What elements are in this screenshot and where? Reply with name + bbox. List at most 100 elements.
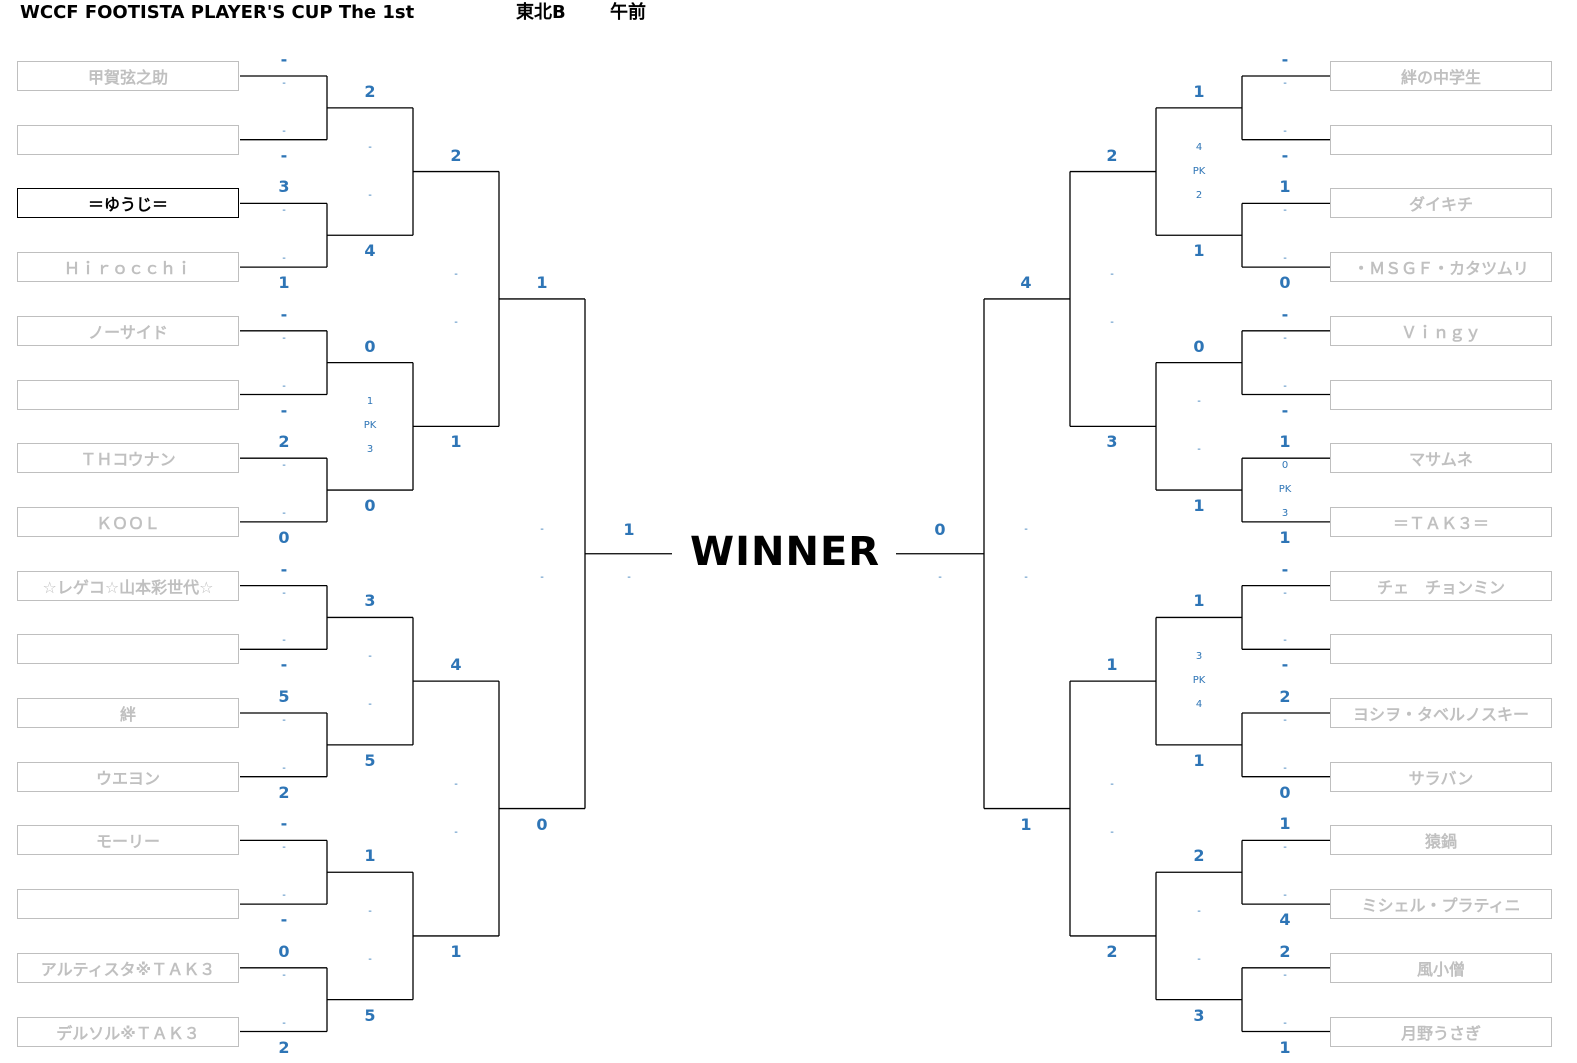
right-r1-score-top: - (1281, 304, 1289, 324)
right-r1-score-top: 1 (1279, 177, 1291, 197)
left-r1-pk-top: - (282, 205, 286, 217)
left-r2-score-bottom: 5 (364, 1005, 376, 1025)
final-pk-right: - (938, 571, 942, 583)
left-r1-pk-bottom: - (282, 1017, 286, 1029)
right-r3-score-top: 2 (1106, 145, 1118, 165)
session-label: 午前 (610, 2, 646, 23)
left-r1-score-top: 0 (278, 941, 290, 961)
left-r3-pk-bottom: - (454, 316, 458, 328)
left-r1-score-bottom: - (280, 145, 288, 165)
left-r2-score-top: 1 (364, 846, 376, 866)
left-player-slot-15: アルティスタ※ＴＡＫ３ (17, 952, 239, 983)
right-r1-score-top: 1 (1279, 814, 1291, 834)
left-r1-pk-bottom: - (282, 507, 286, 519)
right-r3-score-bottom: 2 (1106, 941, 1118, 961)
right-r1-pk-bottom: - (1283, 125, 1287, 137)
right-player-slot-12: サラバン (1330, 761, 1552, 792)
right-r1-score-bottom: 0 (1279, 782, 1291, 802)
left-r2-score-bottom: 5 (364, 750, 376, 770)
left-player-slot-6 (17, 379, 239, 410)
right-player-slot-6 (1330, 379, 1552, 410)
right-r2-pk-score-bottom: 4 (1195, 699, 1203, 711)
right-r1-score-bottom: - (1281, 655, 1289, 675)
left-r2-pk-bottom: - (368, 189, 372, 201)
tournament-title: WCCF FOOTISTA PLAYER'S CUP The 1st (20, 2, 415, 23)
final-score-right: 0 (934, 519, 946, 539)
left-r1-pk-top: - (282, 332, 286, 344)
right-player-slot-8: ＝ＴＡＫ３＝ (1330, 506, 1552, 537)
right-r2-pk-label: PK (1192, 675, 1206, 687)
left-player-slot-12: ウエヨン (17, 761, 239, 792)
left-player-slot-8: ＫＯＯＬ (17, 506, 239, 537)
left-r2-score-top: 2 (364, 81, 376, 101)
right-r2-pk-bottom: - (1197, 953, 1201, 965)
right-r1-pk-top: - (1283, 332, 1287, 344)
right-r3-pk-bottom: - (1110, 316, 1114, 328)
left-r1-score-top: - (280, 559, 288, 579)
right-r2-score-top: 1 (1193, 591, 1205, 611)
left-r1-pk-top: - (282, 460, 286, 472)
right-player-slot-16: 月野うさぎ (1330, 1016, 1552, 1047)
right-r2-pk-top: - (1197, 905, 1201, 917)
right-r1-score-bottom: 1 (1279, 1037, 1291, 1057)
left-r3-pk-bottom: - (454, 826, 458, 838)
right-r1-pk-top: - (1283, 587, 1287, 599)
right-r3-score-bottom: 3 (1106, 432, 1118, 452)
left-r3-score-top: 4 (450, 655, 462, 675)
right-r2-score-bottom: 3 (1193, 1005, 1205, 1025)
right-player-slot-10 (1330, 634, 1552, 665)
right-r1-pk-bottom: - (1283, 253, 1287, 265)
right-player-slot-2 (1330, 124, 1552, 155)
left-r1-score-top: - (280, 814, 288, 834)
left-r1-pk-top: - (282, 587, 286, 599)
right-r3-pk-top: - (1110, 778, 1114, 790)
right-r1-score-bottom: - (1281, 145, 1289, 165)
left-r2-pk-bottom: - (368, 953, 372, 965)
left-player-slot-10 (17, 634, 239, 665)
left-r1-score-top: - (280, 50, 288, 69)
region-label: 東北B (516, 2, 566, 23)
left-r3-pk-top: - (454, 268, 458, 280)
left-r1-pk-bottom: - (282, 762, 286, 774)
winner-label: WINNER (690, 529, 881, 575)
left-r2-pk-label: PK (363, 420, 377, 432)
left-r2-pk-score-bottom: 3 (366, 444, 374, 456)
left-r4-pk-bottom: - (540, 571, 544, 583)
left-r2-score-top: 0 (364, 336, 376, 356)
left-r1-score-bottom: - (280, 910, 288, 930)
left-r1-pk-top: - (282, 842, 286, 854)
left-r2-score-bottom: 4 (364, 241, 376, 261)
right-r4-score-top: 4 (1020, 272, 1032, 292)
left-player-slot-14 (17, 889, 239, 920)
left-r1-score-top: - (280, 304, 288, 324)
right-r2-score-bottom: 1 (1193, 241, 1205, 261)
right-r1-pk-label: PK (1278, 484, 1292, 496)
left-r2-pk-top: - (368, 905, 372, 917)
right-r1-pk-bottom: - (1283, 380, 1287, 392)
left-player-slot-16: デルソル※ＴＡＫ３ (17, 1016, 239, 1047)
left-player-slot-9: ☆レゲコ☆山本彩世代☆ (17, 570, 239, 601)
left-r1-score-bottom: 2 (278, 1037, 290, 1057)
left-r1-score-bottom: 1 (278, 273, 290, 293)
right-r1-pk-bottom: - (1283, 762, 1287, 774)
right-r2-pk-label: PK (1192, 165, 1206, 177)
right-r1-pk-top: - (1283, 715, 1287, 726)
right-r2-score-top: 1 (1193, 81, 1205, 101)
right-r1-pk-bottom: - (1283, 890, 1287, 902)
left-r2-pk-top: - (368, 141, 372, 153)
right-r1-score-top: 1 (1279, 432, 1291, 452)
right-player-slot-3: ダイキチ (1330, 188, 1552, 219)
right-r4-pk-top: - (1024, 523, 1028, 535)
left-r2-score-bottom: 0 (364, 496, 376, 516)
right-r1-score-bottom: 1 (1279, 527, 1291, 547)
right-r1-pk-top: - (1283, 842, 1287, 854)
left-player-slot-4: Ｈｉｒｏｃｃｈｉ (17, 252, 239, 283)
left-r3-pk-top: - (454, 778, 458, 790)
left-r1-score-top: 5 (278, 687, 290, 706)
left-player-slot-11: 絆 (17, 698, 239, 728)
right-r2-pk-top: - (1197, 396, 1201, 408)
right-r1-pk-top: - (1283, 205, 1287, 217)
left-r3-score-bottom: 1 (450, 432, 462, 452)
right-r2-pk-bottom: - (1197, 444, 1201, 456)
right-r1-pk-bottom: - (1283, 635, 1287, 647)
